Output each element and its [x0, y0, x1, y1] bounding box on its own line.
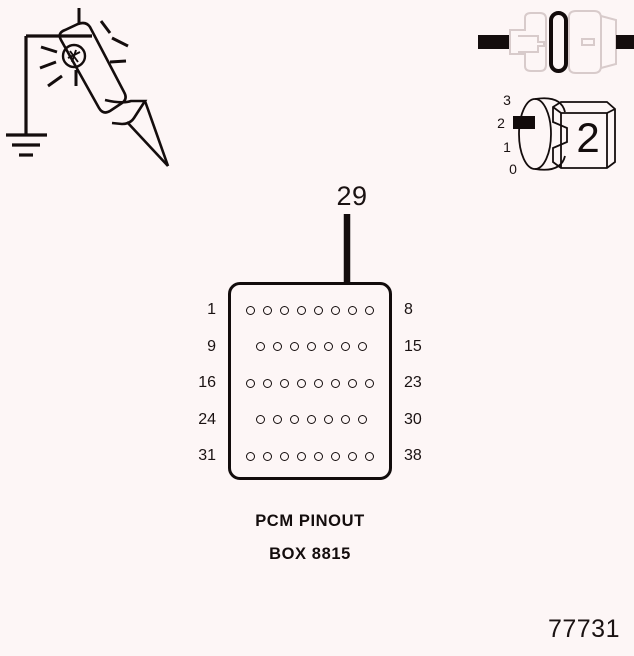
- scale-label-3: 3: [503, 92, 511, 108]
- pin-28[interactable]: [323, 415, 333, 424]
- pin-34[interactable]: [297, 451, 306, 461]
- scale-label-2: 2: [497, 115, 505, 131]
- pin-16[interactable]: [246, 378, 255, 388]
- figure-id-number: 77731: [547, 615, 620, 643]
- pinout-caption: PCM PINOUT BOX 8815: [188, 512, 432, 564]
- pin-27[interactable]: [306, 415, 316, 424]
- pin-14[interactable]: [340, 342, 350, 351]
- pin-row-labels-left: 1 9 16 24 31: [160, 282, 216, 480]
- test-light-probe-icon: [0, 0, 220, 190]
- pin-29[interactable]: [340, 415, 350, 424]
- pin-row-3: [228, 377, 392, 389]
- row-label-right-1: 8: [404, 301, 413, 318]
- pin-17[interactable]: [263, 378, 272, 388]
- pin-13[interactable]: [323, 342, 333, 351]
- pinout-connector-body: [228, 282, 392, 480]
- pin-33[interactable]: [280, 451, 289, 461]
- callout-number-29: 29: [336, 181, 368, 211]
- pin-7[interactable]: [348, 305, 357, 315]
- scale-label-1: 1: [503, 139, 511, 155]
- row-label-right-2: 15: [404, 337, 422, 355]
- pin-30[interactable]: [357, 415, 367, 424]
- row-label-left-2: 9: [207, 337, 216, 355]
- pin-2[interactable]: [263, 305, 272, 315]
- pin-5[interactable]: [314, 305, 323, 315]
- bulb-icon: [61, 43, 87, 69]
- caption-line-1: PCM PINOUT: [255, 512, 365, 530]
- pin-26[interactable]: [289, 415, 299, 424]
- pin-row-5: [228, 450, 392, 462]
- pin-row-2: [228, 341, 392, 353]
- row-label-left-3: 16: [198, 374, 216, 391]
- pin-15[interactable]: [357, 342, 367, 351]
- pin-4[interactable]: [297, 305, 306, 315]
- pin-38[interactable]: [365, 451, 374, 461]
- pin-11[interactable]: [289, 342, 299, 351]
- wire-stub-left: [478, 35, 510, 49]
- connector-male-icon: [509, 12, 547, 72]
- wire-stub-right: [616, 35, 634, 49]
- pin-6[interactable]: [331, 305, 340, 315]
- pin-25[interactable]: [272, 415, 282, 424]
- pin-9[interactable]: [255, 342, 265, 351]
- row-label-right-4: 30: [404, 410, 422, 428]
- pin-21[interactable]: [331, 378, 340, 388]
- pin-18[interactable]: [280, 378, 289, 388]
- scale-label-0: 0: [509, 161, 517, 177]
- connector-seal-oval-icon: [549, 11, 568, 73]
- pin-35[interactable]: [314, 451, 323, 461]
- row-label-left-1: 1: [207, 301, 216, 318]
- pin-1[interactable]: [246, 305, 255, 315]
- pin-36[interactable]: [331, 451, 340, 461]
- caption-line-2: BOX 8815: [269, 545, 351, 563]
- pin-12[interactable]: [306, 342, 316, 351]
- scale-marker: [513, 116, 535, 129]
- pin-20[interactable]: [314, 378, 323, 388]
- pin-8[interactable]: [365, 305, 374, 315]
- row-label-left-5: 31: [198, 447, 216, 464]
- connector-female-icon: [568, 10, 617, 74]
- dial-selected-value: 2: [576, 114, 599, 161]
- row-label-right-5: 38: [404, 447, 422, 464]
- pin-24[interactable]: [255, 415, 265, 424]
- pin-grid: [228, 282, 392, 480]
- pin-row-4: [228, 414, 392, 426]
- rotary-scale-icon: 2 3 2 1 0: [495, 84, 625, 184]
- connector-disconnect-icon: [470, 2, 634, 88]
- pin-row-1: [228, 304, 392, 316]
- pin-32[interactable]: [263, 451, 272, 461]
- pin-10[interactable]: [272, 342, 282, 351]
- row-label-right-3: 23: [404, 374, 422, 391]
- pin-3[interactable]: [280, 305, 289, 315]
- pin-23[interactable]: [365, 378, 374, 388]
- pin-37[interactable]: [348, 451, 357, 461]
- pin-22[interactable]: [348, 378, 357, 388]
- pin-row-labels-right: 8 15 23 30 38: [404, 282, 460, 480]
- row-label-left-4: 24: [198, 410, 216, 428]
- pin-31[interactable]: [246, 451, 255, 461]
- ground-symbol-icon: [6, 34, 92, 157]
- pin-19[interactable]: [297, 378, 306, 388]
